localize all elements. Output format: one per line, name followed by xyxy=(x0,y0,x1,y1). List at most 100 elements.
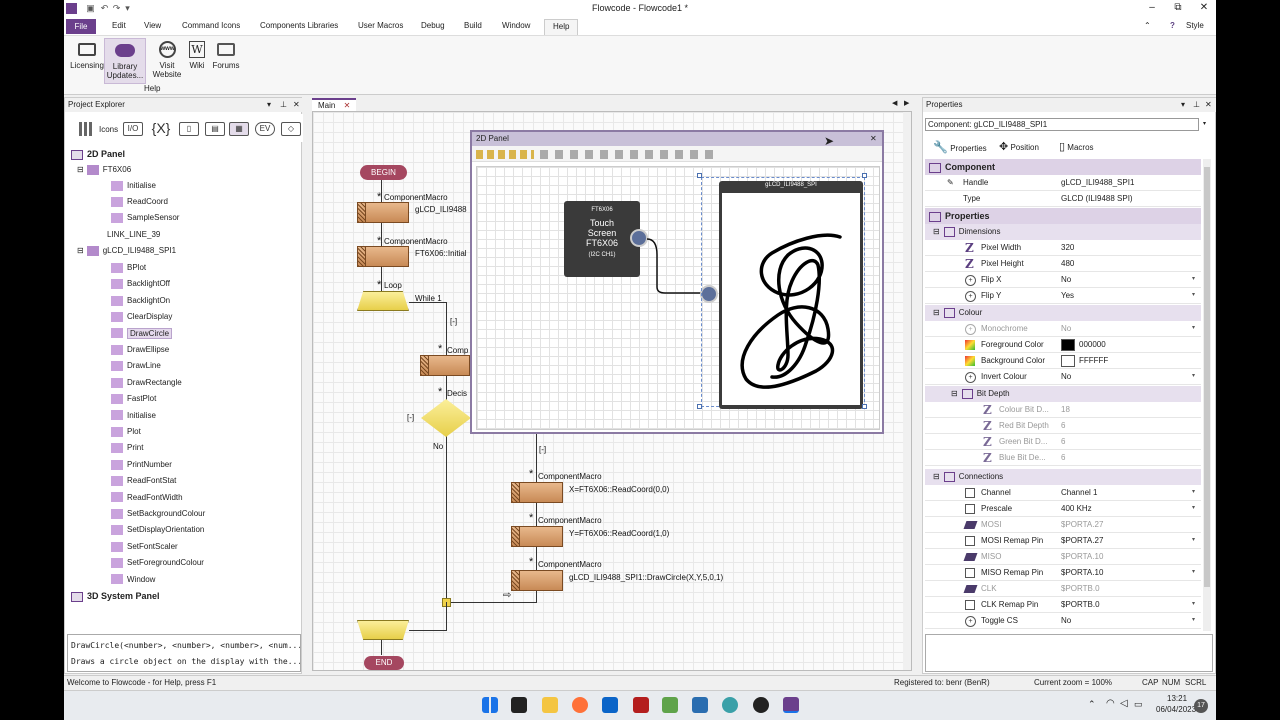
collapse-icon[interactable]: ⊟ xyxy=(951,389,958,398)
pane-close-icon[interactable]: ✕ xyxy=(1205,100,1212,109)
notepad-icon[interactable] xyxy=(662,697,678,713)
tree-item[interactable]: Initialise xyxy=(111,178,156,194)
tab-close-icon[interactable]: ✕ xyxy=(343,101,351,110)
tree-item[interactable]: ReadFontStat xyxy=(111,473,176,489)
tree-item[interactable]: BPlot xyxy=(111,260,146,276)
prop-value[interactable]: No xyxy=(1061,616,1072,625)
menu-debug[interactable]: Debug xyxy=(421,21,445,30)
tree-item[interactable]: DrawEllipse xyxy=(111,342,169,358)
glcd-init-macro[interactable] xyxy=(357,202,409,223)
macros-icon[interactable]: ▯ xyxy=(179,122,199,136)
touch-connector-icon[interactable] xyxy=(630,229,648,247)
tree-item[interactable]: PrintNumber xyxy=(111,457,172,473)
tree-item[interactable]: ClearDisplay xyxy=(111,309,172,325)
read-y-macro[interactable] xyxy=(511,526,563,547)
prop-value[interactable]: 320 xyxy=(1061,243,1075,252)
menu-view[interactable]: View xyxy=(144,21,162,30)
icons-view-label[interactable]: Icons xyxy=(99,125,119,134)
scroll-thumb[interactable] xyxy=(1204,167,1210,587)
icons-view-icon[interactable] xyxy=(79,122,93,136)
section-component[interactable]: Component xyxy=(925,159,1201,175)
chevron-down-icon[interactable]: ▾ xyxy=(1191,617,1195,623)
tree-item[interactable]: DrawCircle xyxy=(111,326,173,342)
begin-terminal[interactable]: BEGIN xyxy=(360,165,407,180)
prop-value[interactable]: No xyxy=(1061,275,1072,284)
tab-properties[interactable]: 🔧 Properties xyxy=(933,140,987,154)
chevron-down-icon[interactable]: ▾ xyxy=(1191,276,1195,282)
tree-item[interactable]: ReadCoord xyxy=(111,194,168,210)
panel-2d-canvas[interactable]: FT6X06 Touch Screen FT6X06 (I2C CH1) gLC… xyxy=(476,166,880,430)
tree-item[interactable]: Plot xyxy=(111,424,141,440)
prop-clk-remap[interactable]: CLK Remap Pin$PORTB.0▾ xyxy=(925,597,1201,613)
tree-item[interactable]: Print xyxy=(111,440,143,456)
tree-item[interactable]: FastPlot xyxy=(111,391,156,407)
resize-handle[interactable] xyxy=(697,173,702,178)
tab-scroll-left-icon[interactable]: ◀ xyxy=(892,100,898,107)
tree-item[interactable]: Window xyxy=(111,572,155,588)
variables-icon[interactable]: {X} xyxy=(151,120,171,136)
help-icon[interactable]: ? xyxy=(1170,21,1175,30)
chevron-down-icon[interactable]: ▾ xyxy=(1191,601,1195,607)
obs-icon[interactable] xyxy=(753,697,769,713)
tab-macros[interactable]: ▯ Macros xyxy=(1059,140,1094,153)
prop-value[interactable]: gLCD_ILI9488_SPI1 xyxy=(1061,178,1135,187)
decision-shape[interactable] xyxy=(421,399,471,437)
tree-item[interactable]: SampleSensor xyxy=(111,210,179,226)
licensing-button[interactable]: Licensing xyxy=(66,40,108,70)
tree-item[interactable]: DrawLine xyxy=(111,358,161,374)
forums-button[interactable]: Forums xyxy=(205,40,247,70)
tree-item[interactable]: DrawRectangle xyxy=(111,375,182,391)
tab-position[interactable]: ✥ Position xyxy=(999,140,1039,153)
tree-node-2d-panel[interactable]: 2D Panel xyxy=(71,146,125,162)
component-selector[interactable]: Component: gLCD_ILI9488_SPI1 xyxy=(925,118,1199,131)
prop-value[interactable]: $PORTA.10 xyxy=(1061,568,1104,577)
panel-2d-header[interactable]: 2D Panel ✕ xyxy=(472,132,882,146)
group-bit-depth[interactable]: ⊟Bit Depth xyxy=(925,386,1201,402)
tray-chevron-icon[interactable]: ⌃ xyxy=(1088,699,1096,709)
align-tools-icon[interactable] xyxy=(476,150,534,159)
menu-user-macros[interactable]: User Macros xyxy=(358,21,404,30)
outlook-icon[interactable] xyxy=(602,697,618,713)
tree-item[interactable]: BacklightOff xyxy=(111,276,170,292)
tree-item[interactable]: BacklightOn xyxy=(111,293,170,309)
battery-icon[interactable]: ▭ xyxy=(1134,699,1143,709)
prop-value[interactable]: Channel 1 xyxy=(1061,488,1098,497)
panel-2d-close-icon[interactable]: ✕ xyxy=(870,134,877,143)
tab-scroll-right-icon[interactable]: ▶ xyxy=(904,100,910,107)
chevron-down-icon[interactable]: ▾ xyxy=(1191,569,1195,575)
notification-badge[interactable]: 17 xyxy=(1194,699,1208,713)
tab-main[interactable]: Main ✕ xyxy=(312,98,357,112)
tree-node-ft6x06[interactable]: ⊟FT6X06 xyxy=(77,162,131,178)
draw-circle-macro[interactable] xyxy=(511,570,563,591)
chip-icon[interactable]: ▦ xyxy=(229,122,249,136)
glcd-component[interactable]: gLCD_ILI9488_SPI xyxy=(719,181,863,409)
panel-2d-window[interactable]: 2D Panel ✕ FT6X06 Touch Screen FT6X06 (I… xyxy=(470,130,884,434)
menu-command-icons[interactable]: Command Icons xyxy=(182,21,241,30)
collapse-icon[interactable]: ⊟ xyxy=(933,308,940,317)
pane-menu-icon[interactable]: ▾ xyxy=(267,100,272,109)
prop-clk[interactable]: CLK$PORTB.0 xyxy=(925,581,1201,597)
windows-start-icon[interactable] xyxy=(482,697,498,713)
collapse-icon[interactable]: ⊟ xyxy=(77,165,84,174)
chevron-down-icon[interactable]: ▾ xyxy=(1203,121,1207,127)
maximize-button[interactable]: ⧉ xyxy=(1174,2,1182,13)
ports-icon[interactable]: ◇ xyxy=(281,122,301,136)
prop-mosi[interactable]: MOSI$PORTA.27 xyxy=(925,517,1201,533)
tree-item[interactable]: Initialise xyxy=(111,408,156,424)
file-explorer-icon[interactable] xyxy=(542,697,558,713)
prop-value[interactable]: $PORTB.0 xyxy=(1061,600,1100,609)
clock-time[interactable]: 13:21 xyxy=(1167,694,1188,703)
layout-tools-icon[interactable] xyxy=(540,150,720,159)
resize-handle[interactable] xyxy=(697,404,702,409)
library-updates-button[interactable]: Library Updates... xyxy=(104,38,146,84)
quick-access-dropdown-icon[interactable]: ▾ xyxy=(125,3,130,13)
decision-collapse[interactable]: [-] xyxy=(407,413,415,422)
loop-collapse[interactable]: [-] xyxy=(450,317,458,326)
